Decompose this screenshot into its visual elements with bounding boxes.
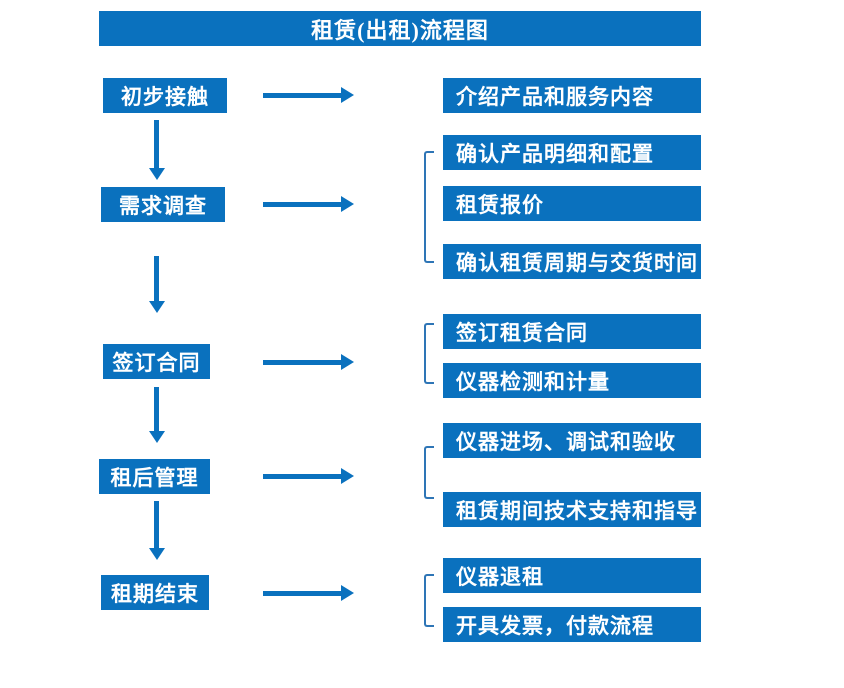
arrow-right-row2-icon (263, 196, 354, 212)
bracket-group-sign-contract (424, 323, 434, 384)
detail-box-introduce-products: 介绍产品和服务内容 (443, 78, 701, 113)
arrow-right-row5-icon (263, 585, 354, 601)
arrow-down-3-icon (149, 387, 165, 443)
arrow-down-1-icon (149, 120, 165, 180)
step-box-post-rental-management: 租后管理 (99, 459, 210, 494)
arrow-down-2-icon (149, 256, 165, 313)
bracket-group-demand-survey (424, 151, 434, 263)
step-box-sign-contract: 签订合同 (103, 344, 210, 379)
page-title: 租赁(出租)流程图 (99, 11, 701, 46)
bracket-group-post-rental (424, 446, 434, 499)
step-box-demand-survey: 需求调查 (101, 187, 225, 222)
step-box-rental-end: 租期结束 (101, 575, 209, 610)
detail-box-instrument-return: 仪器退租 (443, 558, 701, 593)
detail-box-rental-quote: 租赁报价 (443, 186, 701, 221)
detail-box-confirm-period-delivery: 确认租赁周期与交货时间 (443, 244, 701, 279)
bracket-group-rental-end (424, 574, 434, 627)
step-box-initial-contact: 初步接触 (103, 78, 227, 113)
detail-box-instrument-setup-acceptance: 仪器进场、调试和验收 (443, 423, 701, 458)
detail-box-instrument-testing: 仪器检测和计量 (443, 363, 701, 398)
arrow-down-4-icon (149, 501, 165, 560)
arrow-right-row3-icon (263, 354, 354, 370)
arrow-right-row4-icon (263, 468, 354, 484)
detail-box-confirm-product-config: 确认产品明细和配置 (443, 135, 701, 170)
detail-box-rental-tech-support: 租赁期间技术支持和指导 (443, 492, 701, 527)
arrow-right-row1-icon (263, 87, 354, 103)
detail-box-sign-rental-contract: 签订租赁合同 (443, 314, 701, 349)
detail-box-invoice-payment: 开具发票，付款流程 (443, 607, 701, 642)
